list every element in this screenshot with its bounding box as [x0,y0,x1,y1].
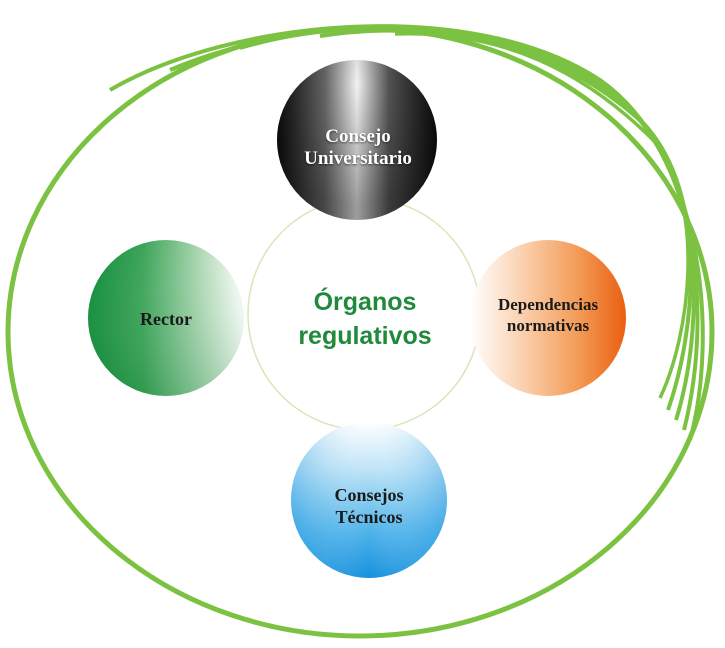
node-right-circle [470,240,626,396]
node-right-line1: Dependencias [497,295,599,314]
node-bottom-circle [291,422,447,578]
node-top-circle [277,60,437,220]
node-bottom-line1: Consejos [334,485,404,505]
node-bottom-line2: Técnicos [335,507,403,527]
center-title-line1: Órganos [313,288,417,316]
node-top-line1: Consejo [325,126,391,147]
center-title: Órganos regulativos [250,285,480,353]
node-right-label: Dependencias normativas [468,294,628,336]
node-left-line1: Rector [140,309,192,329]
outer-ring [5,24,715,639]
node-top-label: Consejo Universitario [274,126,442,170]
node-left-circle [88,240,244,396]
center-title-line2: regulativos [298,322,432,350]
node-right-line2: normativas [506,316,590,335]
node-left-label: Rector [88,308,244,330]
node-bottom-label: Consejos Técnicos [286,484,452,528]
node-top-line2: Universitario [304,148,412,169]
